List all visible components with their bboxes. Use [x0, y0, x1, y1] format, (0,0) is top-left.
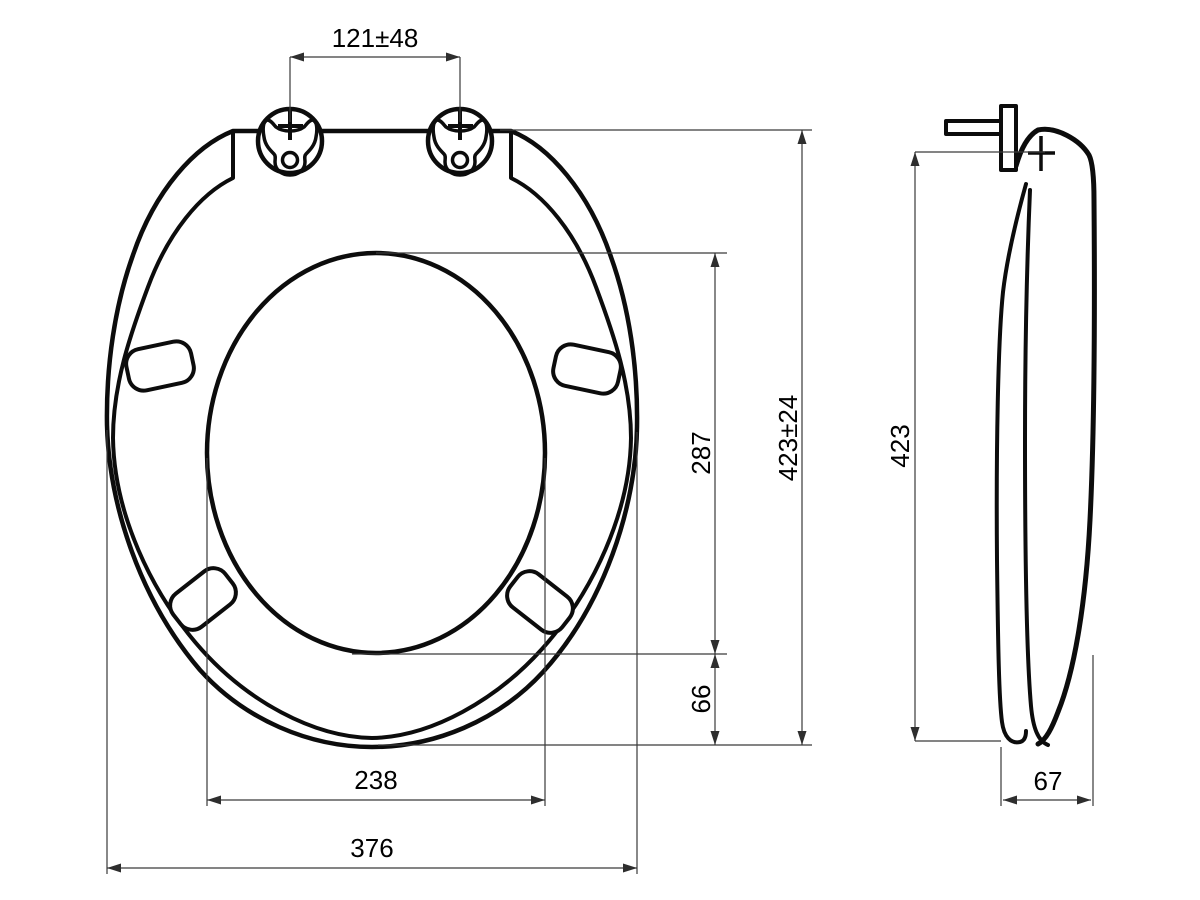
- dimension-side-height: 423: [885, 151, 1045, 742]
- dimension-label: 376: [350, 833, 393, 863]
- dimension-label: 423: [885, 424, 915, 467]
- bumper-top-right: [551, 342, 623, 396]
- side-seat-line: [1023, 188, 1050, 747]
- hinge-hole: [450, 150, 470, 170]
- dimension-label: 238: [354, 765, 397, 795]
- dimension-label: 66: [686, 685, 716, 714]
- lid-outline: [104, 128, 640, 750]
- side-lid-outline: [1013, 126, 1097, 747]
- dimension-opening-width: 238: [206, 458, 546, 806]
- dimension-front-offset: 66: [686, 654, 720, 745]
- bumper-bottom-right: [505, 569, 575, 635]
- hinge-plate: [999, 104, 1018, 172]
- dimension-label: 67: [1034, 766, 1063, 796]
- hinge-right: [425, 106, 495, 177]
- side-view: [944, 104, 1097, 747]
- dimension-overall-width: 376: [106, 430, 638, 874]
- bumper-top-left: [124, 339, 196, 393]
- side-lid-front-edge: [994, 182, 1028, 745]
- hinge-axis-cross-icon: [1028, 136, 1055, 171]
- dimension-opening-height: 287: [352, 252, 727, 655]
- dimension-label: 121±48: [332, 23, 419, 53]
- front-view: [104, 106, 640, 750]
- hinge-keyhole: [261, 118, 319, 177]
- hinge-pin-bar: [944, 119, 1005, 136]
- dimension-hinge-spacing: 121±48: [289, 23, 461, 122]
- bumper-bottom-left: [168, 566, 238, 632]
- dimensions: 121±48 376 238 423±24 287: [106, 23, 1094, 874]
- hinge-hole: [280, 150, 300, 170]
- seat-ring-outline: [111, 129, 633, 740]
- dimension-side-thickness: 67: [1000, 655, 1094, 806]
- dimension-label: 423±24: [773, 395, 803, 482]
- dimension-overall-height: 423±24: [378, 129, 812, 746]
- hinge-keyhole: [431, 118, 489, 177]
- dimension-label: 287: [686, 431, 716, 474]
